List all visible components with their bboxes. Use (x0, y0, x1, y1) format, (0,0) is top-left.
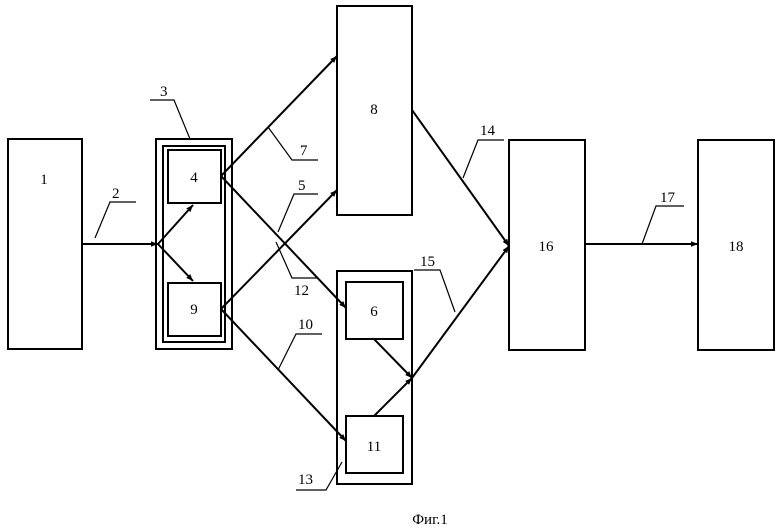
block-1-label: 1 (40, 172, 48, 188)
label-12: 12 (294, 283, 309, 299)
block-16-label: 16 (539, 239, 555, 255)
link-15-line (411, 245, 510, 379)
block-16: 16 (508, 139, 586, 351)
block-8: 8 (336, 5, 413, 216)
leader-15 (414, 269, 456, 313)
block-6-label: 6 (370, 304, 378, 320)
link-split-to-9 (157, 243, 194, 282)
label-10: 10 (298, 317, 313, 333)
label-2: 2 (112, 186, 120, 202)
label-3: 3 (160, 84, 168, 100)
leader-14 (462, 139, 504, 179)
leader-13 (296, 461, 343, 491)
leader-7 (267, 126, 318, 161)
leader-3 (150, 99, 191, 140)
link-14-line (411, 109, 510, 247)
block-1: 1 (7, 138, 83, 350)
block-9-label: 9 (190, 302, 198, 318)
block-18: 18 (697, 139, 775, 351)
leader-17 (641, 205, 684, 245)
link-11-to-junction (373, 377, 413, 417)
link-12-line (220, 175, 347, 309)
label-14: 14 (480, 123, 496, 139)
block-4-label: 4 (190, 170, 198, 186)
leader-10 (277, 333, 322, 371)
block-18-label: 18 (729, 239, 744, 255)
link-10-line (220, 308, 347, 442)
block-9: 9 (167, 282, 222, 337)
block-4: 4 (167, 149, 222, 204)
block-11-label: 11 (367, 439, 381, 455)
link-7-line (220, 55, 338, 177)
block-8-label: 8 (370, 102, 378, 118)
leader-5 (277, 193, 318, 233)
block-6: 6 (345, 281, 404, 340)
link-split-to-4 (157, 204, 194, 245)
label-5: 5 (298, 178, 306, 194)
link-6-to-junction (373, 338, 413, 379)
leader-12 (275, 241, 318, 279)
label-17: 17 (660, 190, 676, 206)
block-11: 11 (345, 415, 404, 474)
leader-2 (94, 201, 136, 239)
figure-caption: Фиг.1 (412, 512, 448, 528)
label-7: 7 (300, 143, 308, 159)
label-13: 13 (298, 472, 313, 488)
label-15: 15 (420, 254, 435, 270)
